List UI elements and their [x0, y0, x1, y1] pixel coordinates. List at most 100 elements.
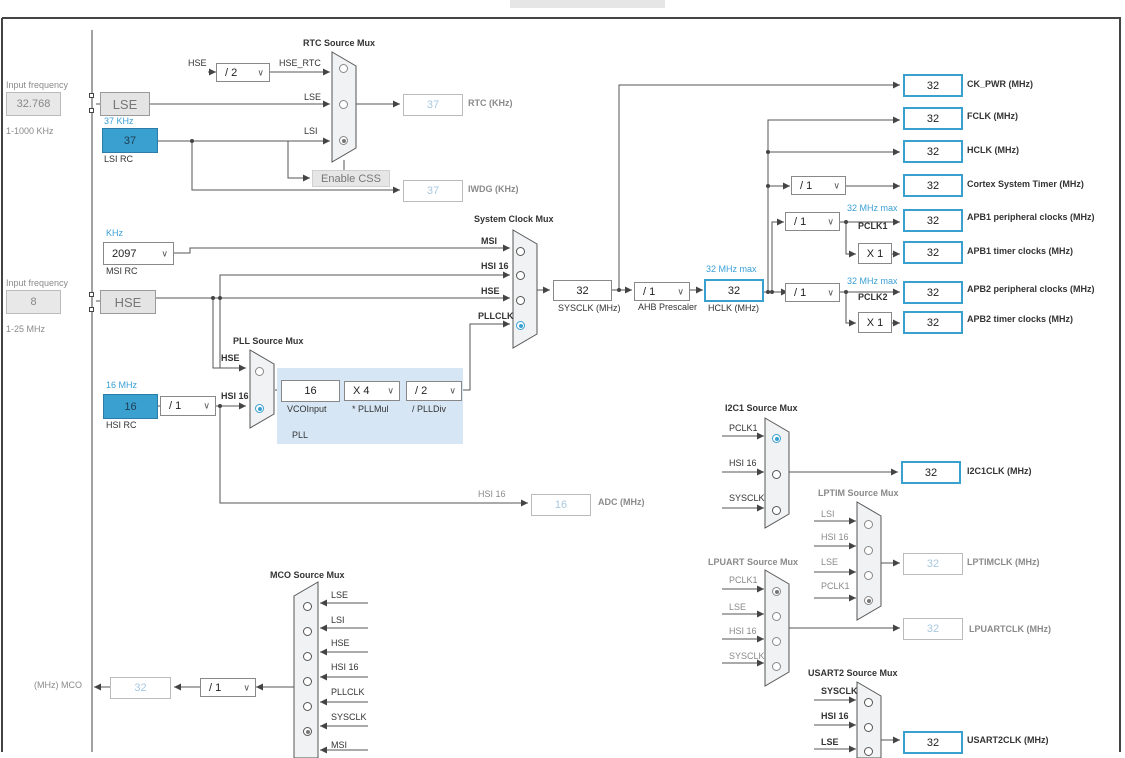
i2c1-sysclk-radio[interactable] [772, 506, 781, 515]
pll-hse-radio[interactable] [255, 367, 264, 376]
pll-div-label: / PLLDiv [412, 404, 447, 414]
sysclk-label: SYSCLK (MHz) [558, 303, 621, 313]
sysclk-hse-radio[interactable] [516, 296, 525, 305]
lptim-pclk1-radio[interactable] [864, 596, 873, 605]
ahb-prescaler-value: / 1 [643, 285, 656, 298]
pll-div-select[interactable]: / 2 ∨ [406, 381, 462, 401]
hsi-mhz-label: 16 MHz [106, 380, 138, 390]
usart2-hsi16-label: HSI 16 [821, 711, 849, 721]
mco-lse-radio[interactable] [303, 602, 312, 611]
hclk-value-field[interactable]: 32 [704, 279, 764, 302]
hse-range-label: 1-25 MHz [6, 324, 46, 334]
hse-rtc-label: HSE_RTC [279, 58, 321, 68]
rtc-hse-divider-value: / 2 [225, 66, 238, 79]
pclk2-label: PCLK2 [858, 292, 888, 302]
hsi-rc-label: HSI RC [106, 420, 137, 430]
lse-oscillator[interactable]: LSE [100, 92, 150, 116]
lptim-lse-radio[interactable] [864, 571, 873, 580]
hse-input-frequency-field[interactable]: 8 [6, 290, 61, 314]
lse-pin-connector [89, 93, 94, 98]
lse-input-frequency-label: Input frequency [6, 80, 69, 90]
fclk-label: FCLK (MHz) [967, 111, 1018, 121]
i2c1-pclk1-radio[interactable] [772, 434, 781, 443]
mco-hsi16-radio[interactable] [303, 677, 312, 686]
lpuart-mux-title: LPUART Source Mux [708, 557, 799, 567]
usart2-hsi16-radio[interactable] [864, 723, 873, 732]
lpuart-lse-radio[interactable] [772, 612, 781, 621]
apb2-prescaler-select[interactable]: / 1 ∨ [785, 283, 840, 302]
mco-sysclk-label: SYSCLK [331, 712, 367, 722]
usart2clk-field[interactable]: 32 [903, 731, 963, 754]
mco-sysclk-radio[interactable] [303, 727, 312, 736]
ck-pwr-field[interactable]: 32 [903, 74, 963, 97]
cortex-divider-select[interactable]: / 1 ∨ [791, 176, 846, 195]
apb1-timer-field[interactable]: 32 [903, 241, 963, 264]
lptim-hsi16-radio[interactable] [864, 546, 873, 555]
sysclk-hsi16-radio[interactable] [516, 271, 525, 280]
mco-hse-radio[interactable] [303, 652, 312, 661]
i2c1clk-field[interactable]: 32 [901, 461, 961, 484]
enable-css-button[interactable]: Enable CSS [312, 170, 390, 187]
rtc-hse-divider-select[interactable]: / 2 ∨ [216, 63, 270, 82]
lsi-rc-label: LSI RC [104, 154, 134, 164]
usart2-sysclk-radio[interactable] [864, 698, 873, 707]
pll-hsi16-radio[interactable] [255, 404, 264, 413]
pll-mul-value: X 4 [353, 385, 370, 397]
rtc-lse-label: LSE [304, 92, 322, 102]
rtc-hse-radio[interactable] [339, 64, 348, 73]
i2c1-hsi16-radio[interactable] [772, 470, 781, 479]
hse-oscillator[interactable]: HSE [100, 290, 156, 314]
sysclk-msi-label: MSI [481, 236, 498, 246]
usart2clk-label: USART2CLK (MHz) [967, 735, 1049, 745]
hsi-rc-value[interactable]: 16 [103, 394, 158, 419]
hclk-out-label: HCLK (MHz) [967, 145, 1019, 155]
lse-pin-connector [89, 108, 94, 113]
usart2-mux-title: USART2 Source Mux [808, 668, 898, 678]
msi-range-select[interactable]: 2097 ∨ [103, 242, 174, 265]
mco-pllclk-radio[interactable] [303, 702, 312, 711]
lptim-mux-shape [856, 501, 882, 621]
mco-lsi-label: LSI [331, 615, 345, 625]
fclk-field[interactable]: 32 [903, 107, 963, 130]
rtc-output-field: 37 [403, 94, 463, 116]
lpuart-pclk1-radio[interactable] [772, 587, 781, 596]
lptim-hsi16-label: HSI 16 [821, 532, 849, 542]
mco-divider-select[interactable]: / 1 ∨ [200, 678, 256, 697]
hclk-label: HCLK (MHz) [708, 303, 759, 313]
sysclk-msi-radio[interactable] [516, 247, 525, 256]
chevron-down-icon: ∨ [387, 385, 394, 396]
lpuart-hsi16-radio[interactable] [772, 637, 781, 646]
rtc-hse-label: HSE [188, 58, 207, 68]
apb2-periph-label: APB2 peripheral clocks (MHz) [967, 284, 1095, 294]
apb1-periph-field[interactable]: 32 [903, 209, 963, 232]
cortex-timer-field[interactable]: 32 [903, 174, 963, 197]
adc-hsi16-label: HSI 16 [478, 489, 506, 499]
apb2-timer-label: APB2 timer clocks (MHz) [967, 314, 1074, 324]
lptim-lsi-radio[interactable] [864, 520, 873, 529]
pll-name-label: PLL [292, 430, 309, 440]
ahb-prescaler-select[interactable]: / 1 ∨ [634, 282, 690, 301]
hsi-divider-select[interactable]: / 1 ∨ [160, 396, 216, 416]
hclk-out-field[interactable]: 32 [903, 140, 963, 163]
pll-mul-select[interactable]: X 4 ∨ [344, 381, 400, 401]
usart2-lse-radio[interactable] [864, 747, 873, 756]
sysclk-pllclk-radio[interactable] [516, 321, 525, 330]
lse-input-frequency-field[interactable]: 32.768 [6, 92, 61, 116]
apb1-prescaler-select[interactable]: / 1 ∨ [785, 212, 840, 231]
lpuart-sysclk-radio[interactable] [772, 662, 781, 671]
sysclk-mux-title: System Clock Mux [474, 214, 554, 224]
lpuart-sysclk-label: SYSCLK [729, 651, 765, 661]
mco-output-label: (MHz) MCO [34, 680, 82, 690]
rtc-lsi-radio[interactable] [339, 136, 348, 145]
apb2-timer-field[interactable]: 32 [903, 311, 963, 334]
pclk1-label: PCLK1 [858, 221, 888, 231]
lpuart-pclk1-label: PCLK1 [729, 575, 758, 585]
vco-input-label: VCOInput [287, 404, 327, 414]
sysclk-hse-label: HSE [481, 286, 500, 296]
lsi-rc-value[interactable]: 37 [102, 128, 158, 153]
mco-lsi-radio[interactable] [303, 627, 312, 636]
rtc-lse-radio[interactable] [339, 100, 348, 109]
iwdg-unit-label: IWDG (KHz) [468, 184, 519, 194]
apb2-periph-field[interactable]: 32 [903, 281, 963, 304]
lptim-mux-title: LPTIM Source Mux [818, 488, 899, 498]
